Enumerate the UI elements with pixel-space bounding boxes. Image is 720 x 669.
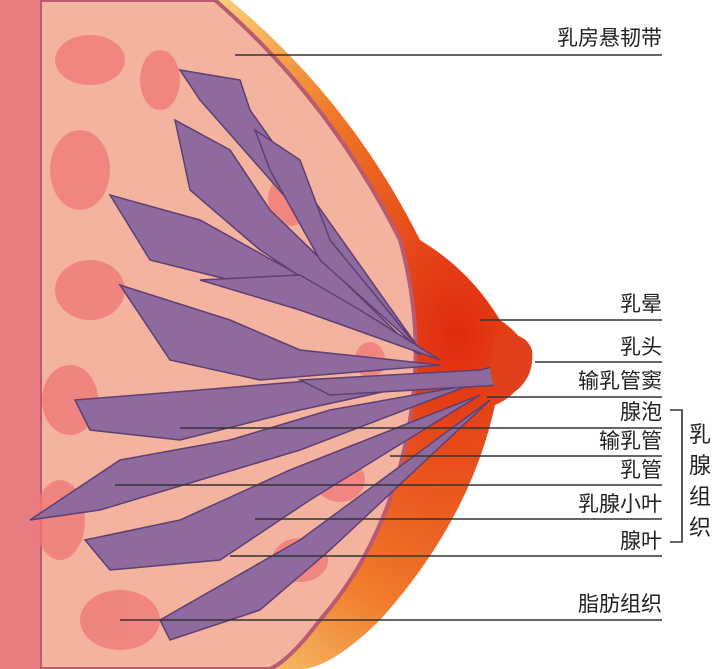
label-lobule: 乳腺小叶 <box>578 492 662 516</box>
label-glandular-tissue-group: 乳腺组织 <box>688 423 711 541</box>
label-suspensory-ligament: 乳房悬韧带 <box>557 26 662 50</box>
label-lactiferous-sinus: 输乳管窦 <box>578 369 662 393</box>
label-fat-tissue: 脂肪组织 <box>578 592 662 616</box>
glandular-lobes <box>29 68 522 641</box>
label-acinus: 腺泡 <box>620 400 662 424</box>
label-duct: 乳管 <box>620 458 662 482</box>
label-areola: 乳晕 <box>620 292 662 316</box>
label-nipple: 乳头 <box>620 335 662 359</box>
label-lactiferous-duct: 输乳管 <box>599 429 662 453</box>
label-lobe: 腺叶 <box>620 529 662 553</box>
nipple-shape <box>490 334 533 396</box>
leader-lines <box>115 54 683 621</box>
